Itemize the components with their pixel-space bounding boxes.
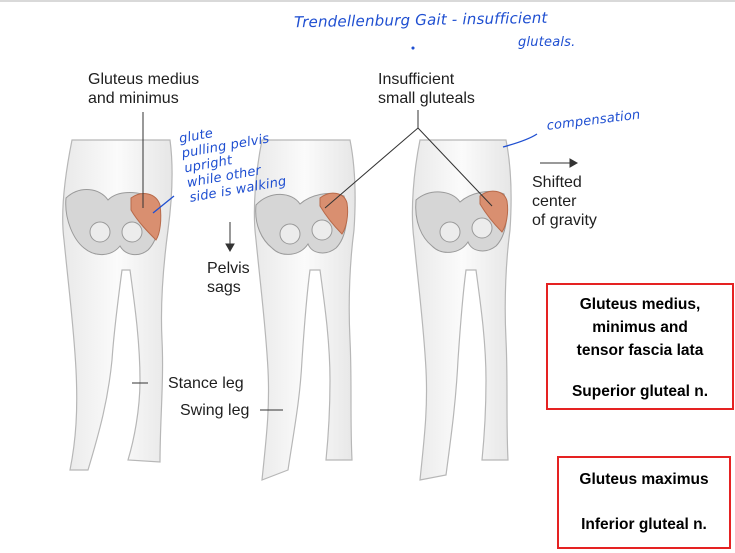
- inferior-box-muscle: Gluteus maximus: [559, 468, 729, 491]
- superior-box-line1: Gluteus medius,: [548, 293, 732, 316]
- label-swing-leg: Swing leg: [180, 401, 249, 420]
- inferior-box-nerve: Inferior gluteal n.: [559, 513, 729, 536]
- label-pelvis-sags: Pelvis sags: [207, 259, 250, 297]
- superior-box-nerve: Superior gluteal n.: [548, 380, 732, 403]
- label-shifted-center: Shifted center of gravity: [532, 173, 597, 230]
- label-stance-leg: Stance leg: [168, 374, 244, 393]
- superior-gluteal-box: Gluteus medius, minimus and tensor fasci…: [546, 283, 734, 410]
- figure-left-body: [63, 140, 172, 470]
- superior-box-line3: tensor fascia lata: [548, 339, 732, 362]
- label-insufficient-gluteals: Insufficient small gluteals: [378, 70, 475, 108]
- superior-box-line2: minimus and: [548, 316, 732, 339]
- handwritten-title-line2: gluteals.: [518, 36, 575, 49]
- handwritten-title-line1: Trendellenburg Gait - insufficient: [294, 12, 548, 29]
- label-gluteus-medius-minimus: Gluteus medius and minimus: [88, 70, 199, 108]
- inferior-gluteal-box: Gluteus maximus Inferior gluteal n.: [557, 456, 731, 549]
